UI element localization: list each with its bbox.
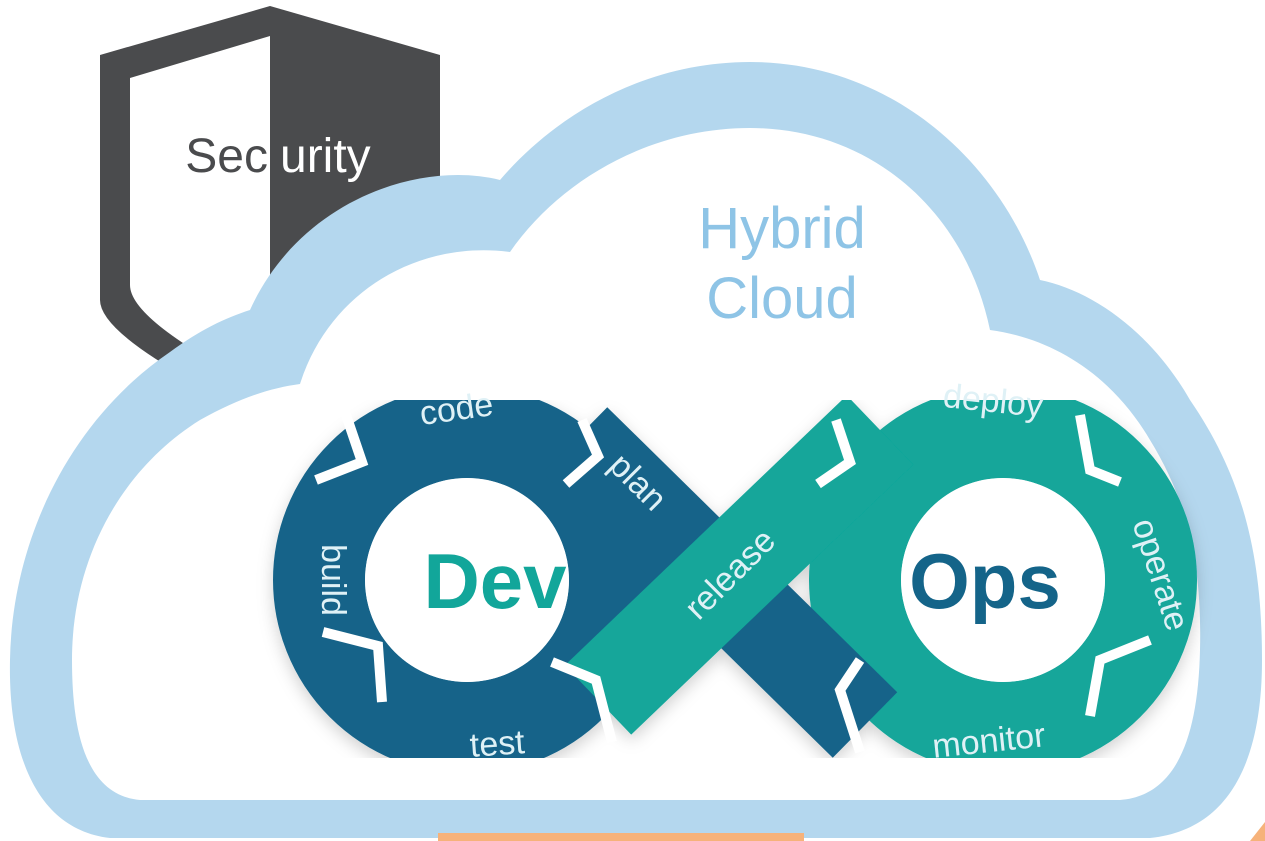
stage-separators <box>314 410 1152 754</box>
cloud-label-line1: Hybrid <box>698 196 866 261</box>
security-shield: Sec urity <box>100 6 440 420</box>
stage-label-build: build <box>314 544 352 616</box>
dev-hub <box>365 478 569 682</box>
shield-light-half <box>130 36 270 392</box>
shield-label-dark: urity <box>280 130 371 183</box>
dev-ring <box>273 386 661 774</box>
stage-label-test: test <box>469 723 527 765</box>
orange-corner-accent <box>1250 822 1265 841</box>
orange-accent-bar <box>438 833 804 841</box>
dev-label: Dev <box>423 537 567 625</box>
ops-ring <box>809 386 1197 774</box>
ops-hub <box>901 478 1105 682</box>
cloud-label-line2: Cloud <box>706 266 858 331</box>
shield-label-light: Sec <box>185 130 268 183</box>
ops-label: Ops <box>909 537 1061 625</box>
